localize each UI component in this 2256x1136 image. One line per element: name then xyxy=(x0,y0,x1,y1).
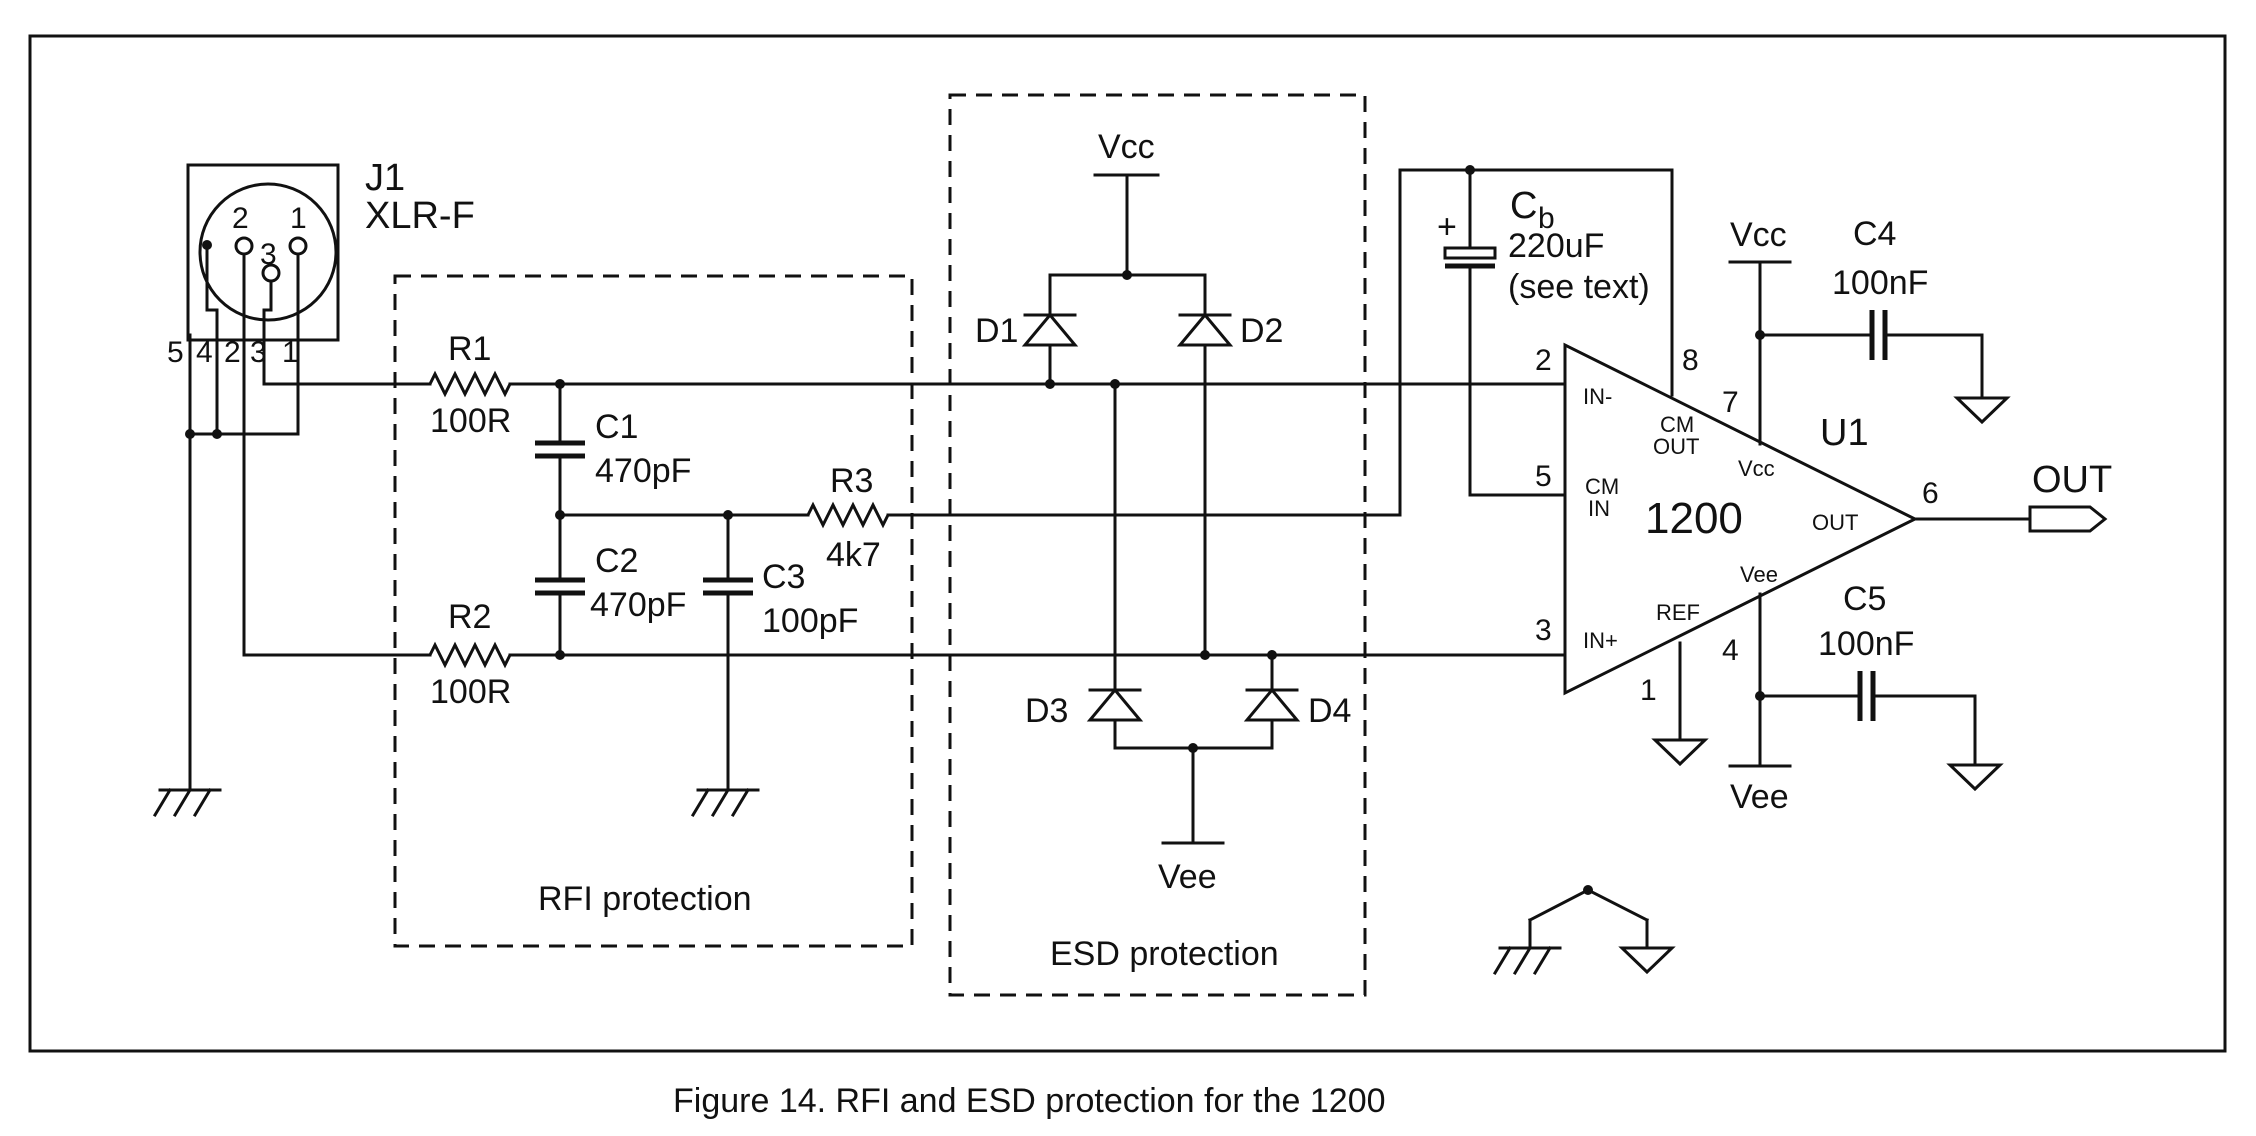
u1-pin-6: 6 xyxy=(1922,477,1939,510)
xlr-bottom-label-2: 2 xyxy=(224,336,241,369)
ref-ground xyxy=(1651,641,1709,767)
connector-ref: J1 xyxy=(365,157,405,199)
u1-pin-1: 1 xyxy=(1640,674,1657,707)
diode-d1: D1 xyxy=(975,273,1079,389)
capacitor-c3: C3 100pF xyxy=(703,510,858,792)
u1-ref-pin-label: REF xyxy=(1656,600,1700,625)
r1-value: 100R xyxy=(430,402,511,440)
vcc-rail-top: Vcc xyxy=(1048,128,1207,280)
output-label: OUT xyxy=(2032,459,2112,501)
ground-link-symbol xyxy=(1492,885,1676,976)
u1-pin-5: 5 xyxy=(1535,460,1552,493)
xlr-face-label-2: 2 xyxy=(232,202,249,235)
chassis-ground-c3 xyxy=(690,787,760,818)
rfi-region-box xyxy=(393,274,914,948)
d4-ref: D4 xyxy=(1308,692,1351,730)
d2-ref: D2 xyxy=(1240,312,1283,350)
xlr-pin-2 xyxy=(234,236,254,256)
u1-vee-pin-label: Vee xyxy=(1740,562,1778,587)
c4-value: 100nF xyxy=(1832,264,1928,302)
cb-polarity: + xyxy=(1437,208,1457,246)
connector-type: XLR-F xyxy=(365,195,475,237)
xlr-bottom-label-5: 5 xyxy=(167,336,184,369)
u1-cm-out-1: CM xyxy=(1660,412,1694,437)
u1-pin-7: 7 xyxy=(1722,386,1739,419)
output-port: OUT xyxy=(1913,459,2112,533)
c2-value: 470pF xyxy=(590,586,686,624)
capacitor-c4: C4 100nF xyxy=(1832,215,1984,400)
r2-ref: R2 xyxy=(448,598,491,636)
cb-ref-main: C xyxy=(1510,185,1537,227)
figure-caption: Figure 14. RFI and ESD protection for th… xyxy=(673,1082,1386,1120)
c1-ref: C1 xyxy=(595,408,638,446)
c4-ref: C4 xyxy=(1853,215,1896,253)
capacitor-c2: C2 470pF xyxy=(535,510,686,660)
xlr-face-label-1: 1 xyxy=(290,202,307,235)
diode-d4: D4 xyxy=(1243,650,1351,750)
u1-in-minus: IN- xyxy=(1583,384,1612,409)
vcc-top-label: Vcc xyxy=(1098,128,1155,166)
u1-cm-in-1: CM xyxy=(1585,474,1619,499)
connector-wiring xyxy=(185,243,427,792)
esd-region-box xyxy=(948,93,1367,997)
cb-note: (see text) xyxy=(1508,268,1650,306)
r3-value: 4k7 xyxy=(826,536,881,574)
vee-supply-right: Vee xyxy=(1728,592,1862,816)
xlr-bottom-label-1: 1 xyxy=(282,336,299,369)
capacitor-c5: C5 100nF xyxy=(1818,580,1977,767)
ground-c5 xyxy=(1946,763,2004,792)
d1-ref: D1 xyxy=(975,312,1018,350)
u1-in-plus: IN+ xyxy=(1583,628,1618,653)
c1-value: 470pF xyxy=(595,452,691,490)
u1-ref: U1 xyxy=(1820,412,1869,454)
amplifier-u1: U1 1200 IN- IN+ CM OUT CM IN Vcc Vee OUT… xyxy=(1535,342,1939,707)
xlr-pin-1 xyxy=(288,236,308,256)
figure-frame xyxy=(28,34,2227,1053)
u1-pin-2: 2 xyxy=(1535,344,1552,377)
diode-d2: D2 xyxy=(1176,273,1283,660)
vee-bottom-label: Vee xyxy=(1158,858,1217,896)
r2-value: 100R xyxy=(430,673,511,711)
u1-cm-in-2: IN xyxy=(1588,496,1610,521)
u1-cm-out-2: OUT xyxy=(1653,434,1699,459)
resistor-r1: R1 100R xyxy=(423,330,907,440)
chassis-ground-left xyxy=(152,787,222,818)
xlr-face-label-3: 3 xyxy=(260,238,277,271)
u1-pin-3: 3 xyxy=(1535,614,1552,647)
xlr-bottom-label-4: 4 xyxy=(196,336,213,369)
resistor-r2: R2 100R xyxy=(423,598,907,711)
u1-vcc-pin-label: Vcc xyxy=(1738,456,1775,481)
cb-ref-sub: b xyxy=(1538,202,1555,235)
u1-pin-4: 4 xyxy=(1722,634,1739,667)
r3-ref: R3 xyxy=(830,462,873,500)
cb-value: 220uF xyxy=(1508,227,1604,265)
resistor-r3: R3 4k7 xyxy=(806,462,890,574)
vee-rail-bottom: Vee xyxy=(1113,743,1274,896)
c2-ref: C2 xyxy=(595,542,638,580)
ground-c4 xyxy=(1953,396,2011,425)
vee-right-label: Vee xyxy=(1730,778,1789,816)
c3-ref: C3 xyxy=(762,558,805,596)
c3-value: 100pF xyxy=(762,602,858,640)
d3-ref: D3 xyxy=(1025,692,1068,730)
u1-pin-8: 8 xyxy=(1682,344,1699,377)
diode-d3: D3 xyxy=(1025,379,1144,750)
u1-part: 1200 xyxy=(1645,494,1743,543)
vcc-supply-right: Vcc xyxy=(1728,216,1874,446)
c5-value: 100nF xyxy=(1818,625,1914,663)
capacitor-cb: + C b 220uF (see text) xyxy=(1398,165,1674,517)
vcc-right-label: Vcc xyxy=(1730,216,1787,254)
xlr-connector: J1 XLR-F 2 3 1 5 4 2 3 1 xyxy=(167,157,475,369)
u1-out-pin-label: OUT xyxy=(1812,510,1858,535)
esd-region-label: ESD protection xyxy=(1050,935,1279,973)
c5-ref: C5 xyxy=(1843,580,1886,618)
capacitor-c1: C1 470pF xyxy=(535,379,691,517)
rfi-region-label: RFI protection xyxy=(538,880,752,918)
r1-ref: R1 xyxy=(448,330,491,368)
